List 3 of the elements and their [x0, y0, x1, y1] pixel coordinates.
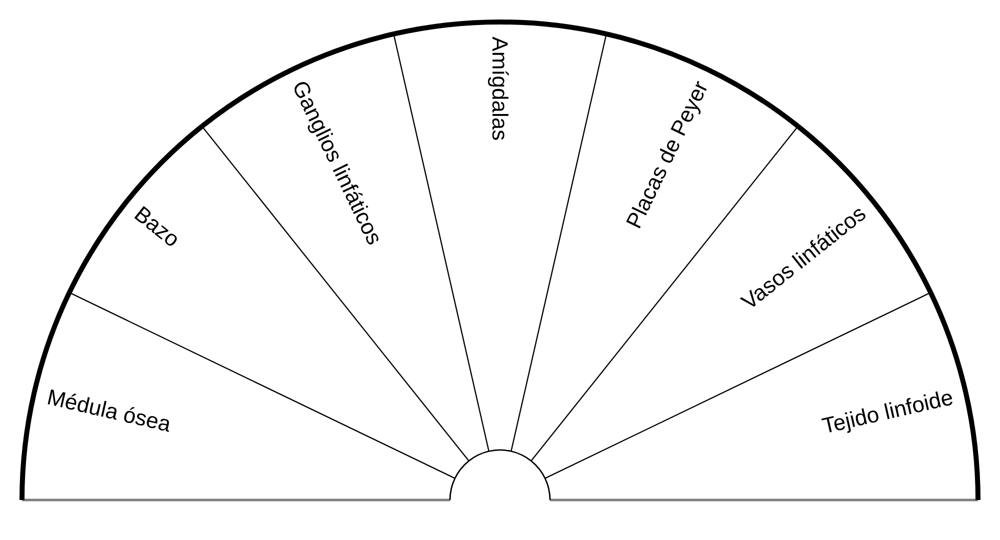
sector-label: Tejido linfoide	[820, 384, 956, 439]
sector-label: Médula ósea	[44, 384, 174, 438]
sector-label: Amígdalas	[487, 36, 513, 140]
